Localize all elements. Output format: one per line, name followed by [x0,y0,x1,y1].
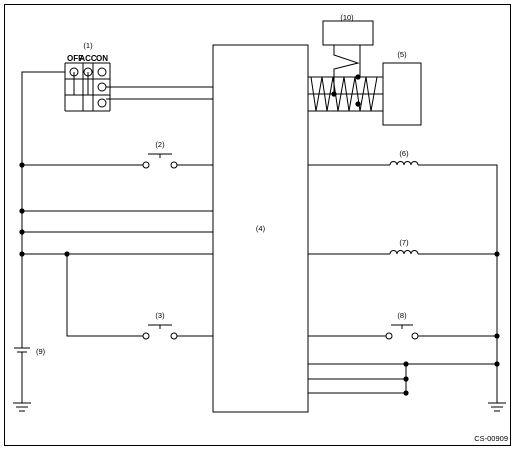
label-9: (9) [36,347,46,356]
coil-7 [389,250,419,255]
outer-frame [4,4,511,446]
zigzag-winding [310,76,378,112]
label-3: (3) [155,311,165,320]
switch-2 [142,153,178,169]
label-6: (6) [399,149,409,158]
component-10-box [322,20,374,46]
switch-3 [142,324,178,340]
label-2: (2) [155,140,165,149]
junction-dot [355,74,361,80]
switch-position-off: OFF [67,54,83,63]
switch-contact [97,98,107,108]
battery-feed-wire [21,71,65,348]
ground-symbol-right [488,402,506,412]
junction-dot [494,251,500,257]
switch-contact [97,67,107,77]
control-unit-box [212,44,309,413]
junction-dot [403,376,409,382]
junction-dot [403,361,409,367]
battery-symbol [14,347,30,403]
label-5: (5) [397,50,407,59]
junction-dot [355,101,361,107]
junction-dot [403,390,409,396]
label-10: (10) [340,13,354,22]
junction-dot [494,361,500,367]
label-8: (8) [397,311,407,320]
switch-8 [385,324,419,340]
label-1: (1) [83,41,93,50]
switch-3-wire-in [66,254,143,337]
switch-position-on: ON [96,54,108,63]
junction-dot [331,91,337,97]
figure-code: CS-00909 [474,434,508,443]
label-4: (4) [256,224,266,233]
ignition-switch: OFF ACC ON [64,54,111,112]
coil-6-wire-out [418,164,498,374]
switch-contact [97,82,107,92]
ground-symbol-left [13,402,31,412]
switch-position-acc: ACC [79,54,97,63]
label-7: (7) [399,238,409,247]
spring-link [333,45,360,94]
component-5-box [382,62,422,126]
coil-6 [389,161,419,166]
